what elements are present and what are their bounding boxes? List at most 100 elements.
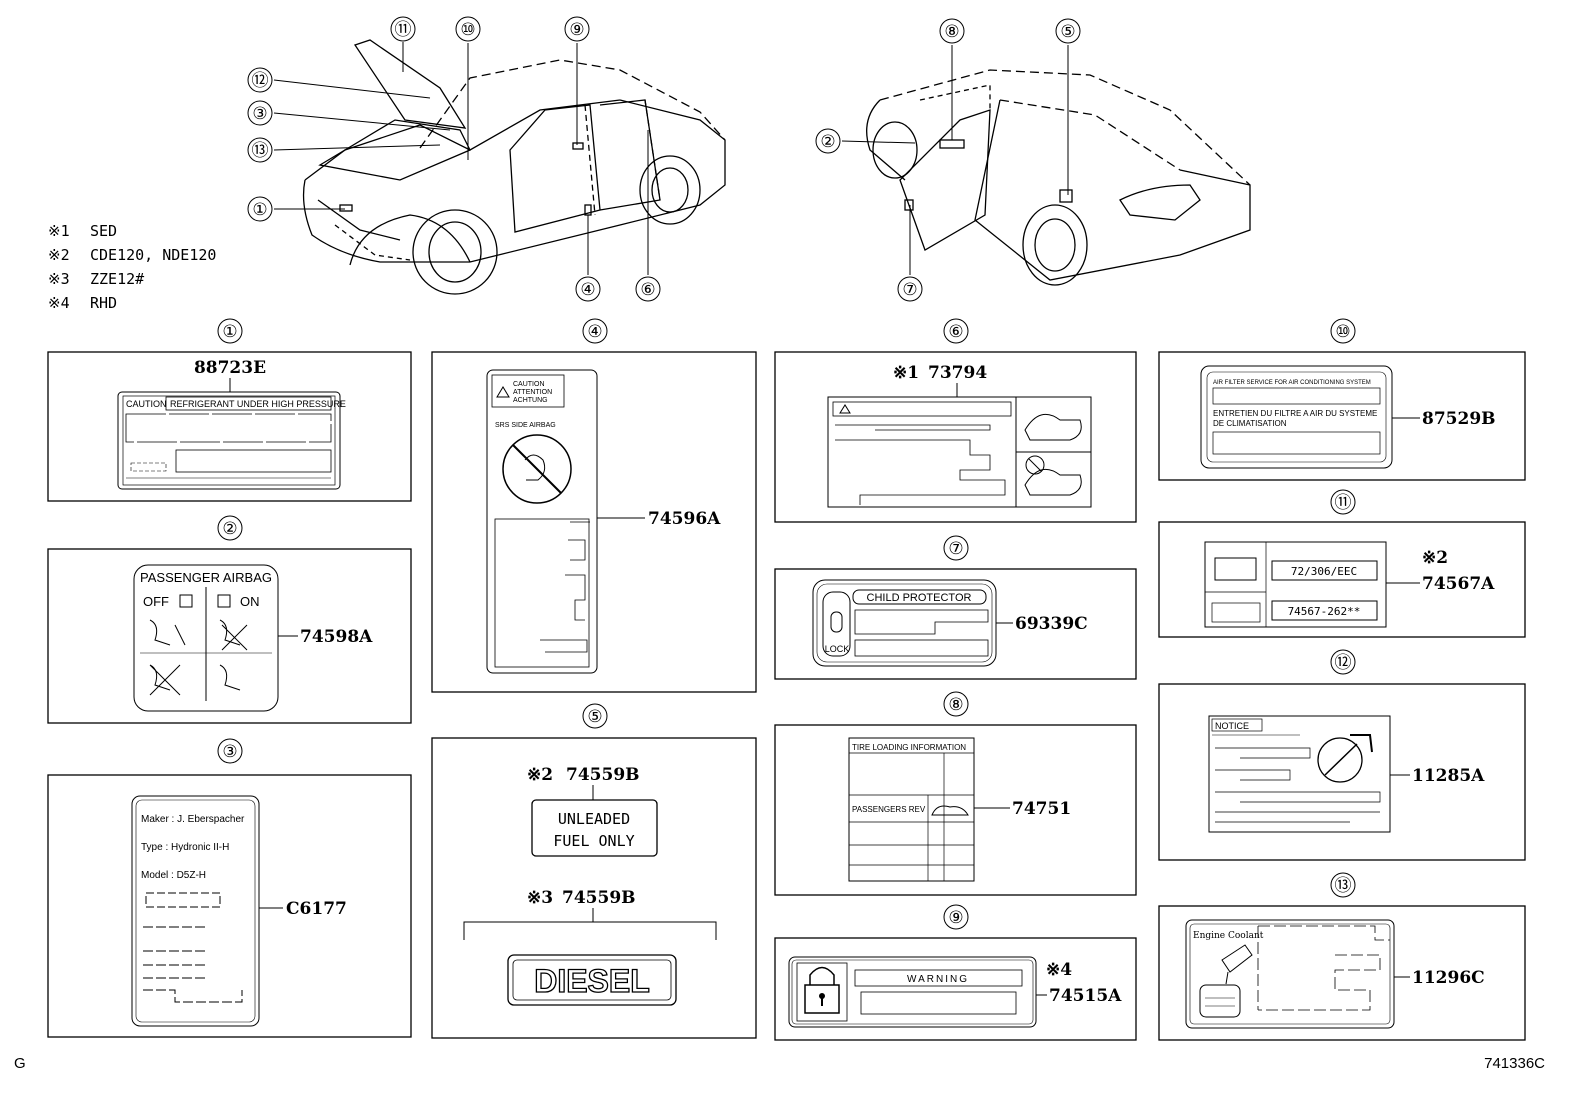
callout-7: ⑦ (897, 276, 923, 302)
panel-11: ⑪ 72/306/EEC 74567-262** ※2 74567A (1158, 489, 1526, 638)
p2-on: ON (240, 594, 260, 609)
p11-code1: 72/306/EEC (1291, 565, 1357, 578)
p5-mark-b: ※3 (527, 888, 553, 908)
callout-13: ⑬ (247, 137, 273, 163)
panel-5: ⑤ ※2 74559B UNLEADED FUEL ONLY ※3 74559B… (431, 703, 757, 1039)
svg-text:④: ④ (580, 280, 595, 300)
panel-10-number: ⑩ (1335, 322, 1350, 342)
p11-code2: 74567-262** (1288, 605, 1361, 618)
panel-1-number: ① (222, 322, 237, 342)
panel-12: ⑫ NOTICE 11285A (1158, 649, 1526, 861)
part-74596A: 74596A (648, 509, 721, 529)
part-74598A: 74598A (300, 627, 373, 647)
panel-13: ⑬ Engine Coolant 11296C (1158, 872, 1526, 1041)
svg-text:②: ② (820, 132, 835, 152)
note-2-text: CDE120, NDE120 (90, 246, 216, 264)
callout-4: ④ (575, 276, 601, 302)
svg-text:⑧: ⑧ (944, 22, 959, 42)
svg-text:⑥: ⑥ (640, 280, 655, 300)
part-74567A: 74567A (1422, 574, 1495, 594)
callout-11: ⑪ (390, 16, 416, 42)
note-3-mark: ※3 (48, 270, 70, 288)
p3-model: Model : D5Z-H (141, 870, 206, 881)
p1-caution: CAUTION (126, 399, 167, 409)
part-87529B: 87529B (1422, 409, 1496, 429)
svg-text:⑪: ⑪ (395, 20, 412, 40)
panel-6: ⑥ ※1 73794 (774, 318, 1137, 523)
p3-type: Type : Hydronic II-H (141, 842, 229, 853)
footer-left-code: G (14, 1055, 26, 1072)
svg-text:①: ① (252, 200, 267, 220)
callout-2: ② (815, 128, 841, 154)
part-74751: 74751 (1012, 799, 1071, 819)
part-74559B-a: 74559B (566, 765, 640, 785)
p5-diesel: DIESEL (534, 963, 650, 999)
p8-title: TIRE LOADING INFORMATION (852, 743, 966, 752)
callout-5: ⑤ (1055, 18, 1081, 44)
svg-text:⑩: ⑩ (460, 20, 475, 40)
part-74515A: 74515A (1049, 986, 1122, 1006)
part-C6177: C6177 (286, 899, 347, 919)
note-3-text: ZZE12# (90, 270, 144, 288)
p5-fuel-only: FUEL ONLY (553, 832, 634, 850)
front-car-illustration (302, 39, 726, 295)
p10-line2: ENTRETIEN DU FILTRE A AIR DU SYSTEME (1213, 409, 1377, 418)
panel-12-number: ⑫ (1335, 653, 1352, 673)
panel-7-number: ⑦ (948, 539, 963, 559)
svg-text:⑤: ⑤ (1060, 22, 1075, 42)
panel-9: ⑨ WARNING ※4 74515A (774, 904, 1137, 1041)
callout-1: ① (247, 196, 273, 222)
front-car-callouts: ⑪ ⑩ ⑨ ⑫ ③ ⑬ ① ④ ⑥ (247, 16, 661, 302)
p7-lock: LOCK (825, 644, 850, 654)
p4-warn3: ACHTUNG (513, 397, 548, 404)
part-88723E: 88723E (194, 358, 266, 378)
p10-line3: DE CLIMATISATION (1213, 419, 1287, 428)
svg-text:③: ③ (252, 104, 267, 124)
panel-4: ④ CAUTION ATTENTION ACHTUNG SRS SIDE AIR… (431, 318, 757, 693)
p4-title: SRS SIDE AIRBAG (495, 422, 556, 429)
callout-3: ③ (247, 100, 273, 126)
part-11285A: 11285A (1412, 766, 1485, 786)
svg-text:⑨: ⑨ (569, 20, 584, 40)
panel-4-number: ④ (587, 322, 602, 342)
panel-2: ② PASSENGER AIRBAG OFF ON 74598A (47, 515, 412, 724)
callout-9: ⑨ (564, 16, 590, 42)
callout-10: ⑩ (455, 16, 481, 42)
panel-8: ⑧ TIRE LOADING INFORMATION PASSENGERS RE… (774, 691, 1137, 896)
note-1-mark: ※1 (48, 222, 70, 240)
svg-text:⑦: ⑦ (902, 280, 917, 300)
p9-title: WARNING (907, 974, 969, 985)
p12-title: NOTICE (1215, 721, 1249, 731)
panel-2-number: ② (222, 519, 237, 539)
part-74559B-b: 74559B (562, 888, 636, 908)
note-2-mark: ※2 (48, 246, 70, 264)
part-73794: 73794 (928, 363, 987, 383)
p3-maker: Maker : J. Eberspacher (141, 814, 245, 825)
svg-text:⑬: ⑬ (252, 141, 269, 161)
panel-3: ③ Maker : J. Eberspacher Type : Hydronic… (47, 738, 412, 1038)
p8-row: PASSENGERS REV (852, 805, 926, 814)
callout-12: ⑫ (247, 67, 273, 93)
p4-warn2: ATTENTION (513, 389, 552, 396)
p4-warn1: CAUTION (513, 381, 545, 388)
p9-mark: ※4 (1046, 960, 1072, 980)
p6-mark: ※1 (893, 363, 919, 383)
front-car-leaders (273, 42, 649, 275)
rear-car-leaders (841, 45, 1069, 275)
note-1-text: SED (90, 222, 117, 240)
panel-11-number: ⑪ (1335, 493, 1352, 513)
p2-title: PASSENGER AIRBAG (140, 570, 272, 585)
panel-3-number: ③ (222, 742, 237, 762)
p11-mark: ※2 (1422, 548, 1448, 568)
panel-10: ⑩ AIR FILTER SERVICE FOR AIR CONDITIONIN… (1158, 318, 1526, 481)
panel-5-number: ⑤ (587, 707, 602, 727)
variant-notes: ※1 SED ※2 CDE120, NDE120 ※3 ZZE12# ※4 RH… (48, 222, 216, 312)
panel-13-number: ⑬ (1335, 876, 1352, 896)
note-4-text: RHD (90, 294, 117, 312)
panel-8-number: ⑧ (948, 695, 963, 715)
note-4-mark: ※4 (48, 294, 70, 312)
p1-text: REFRIGERANT UNDER HIGH PRESSURE (170, 399, 346, 409)
panel-1: ① 88723E CAUTION REFRIGERANT UNDER HIGH … (47, 318, 412, 502)
rear-car-illustration (866, 69, 1251, 286)
